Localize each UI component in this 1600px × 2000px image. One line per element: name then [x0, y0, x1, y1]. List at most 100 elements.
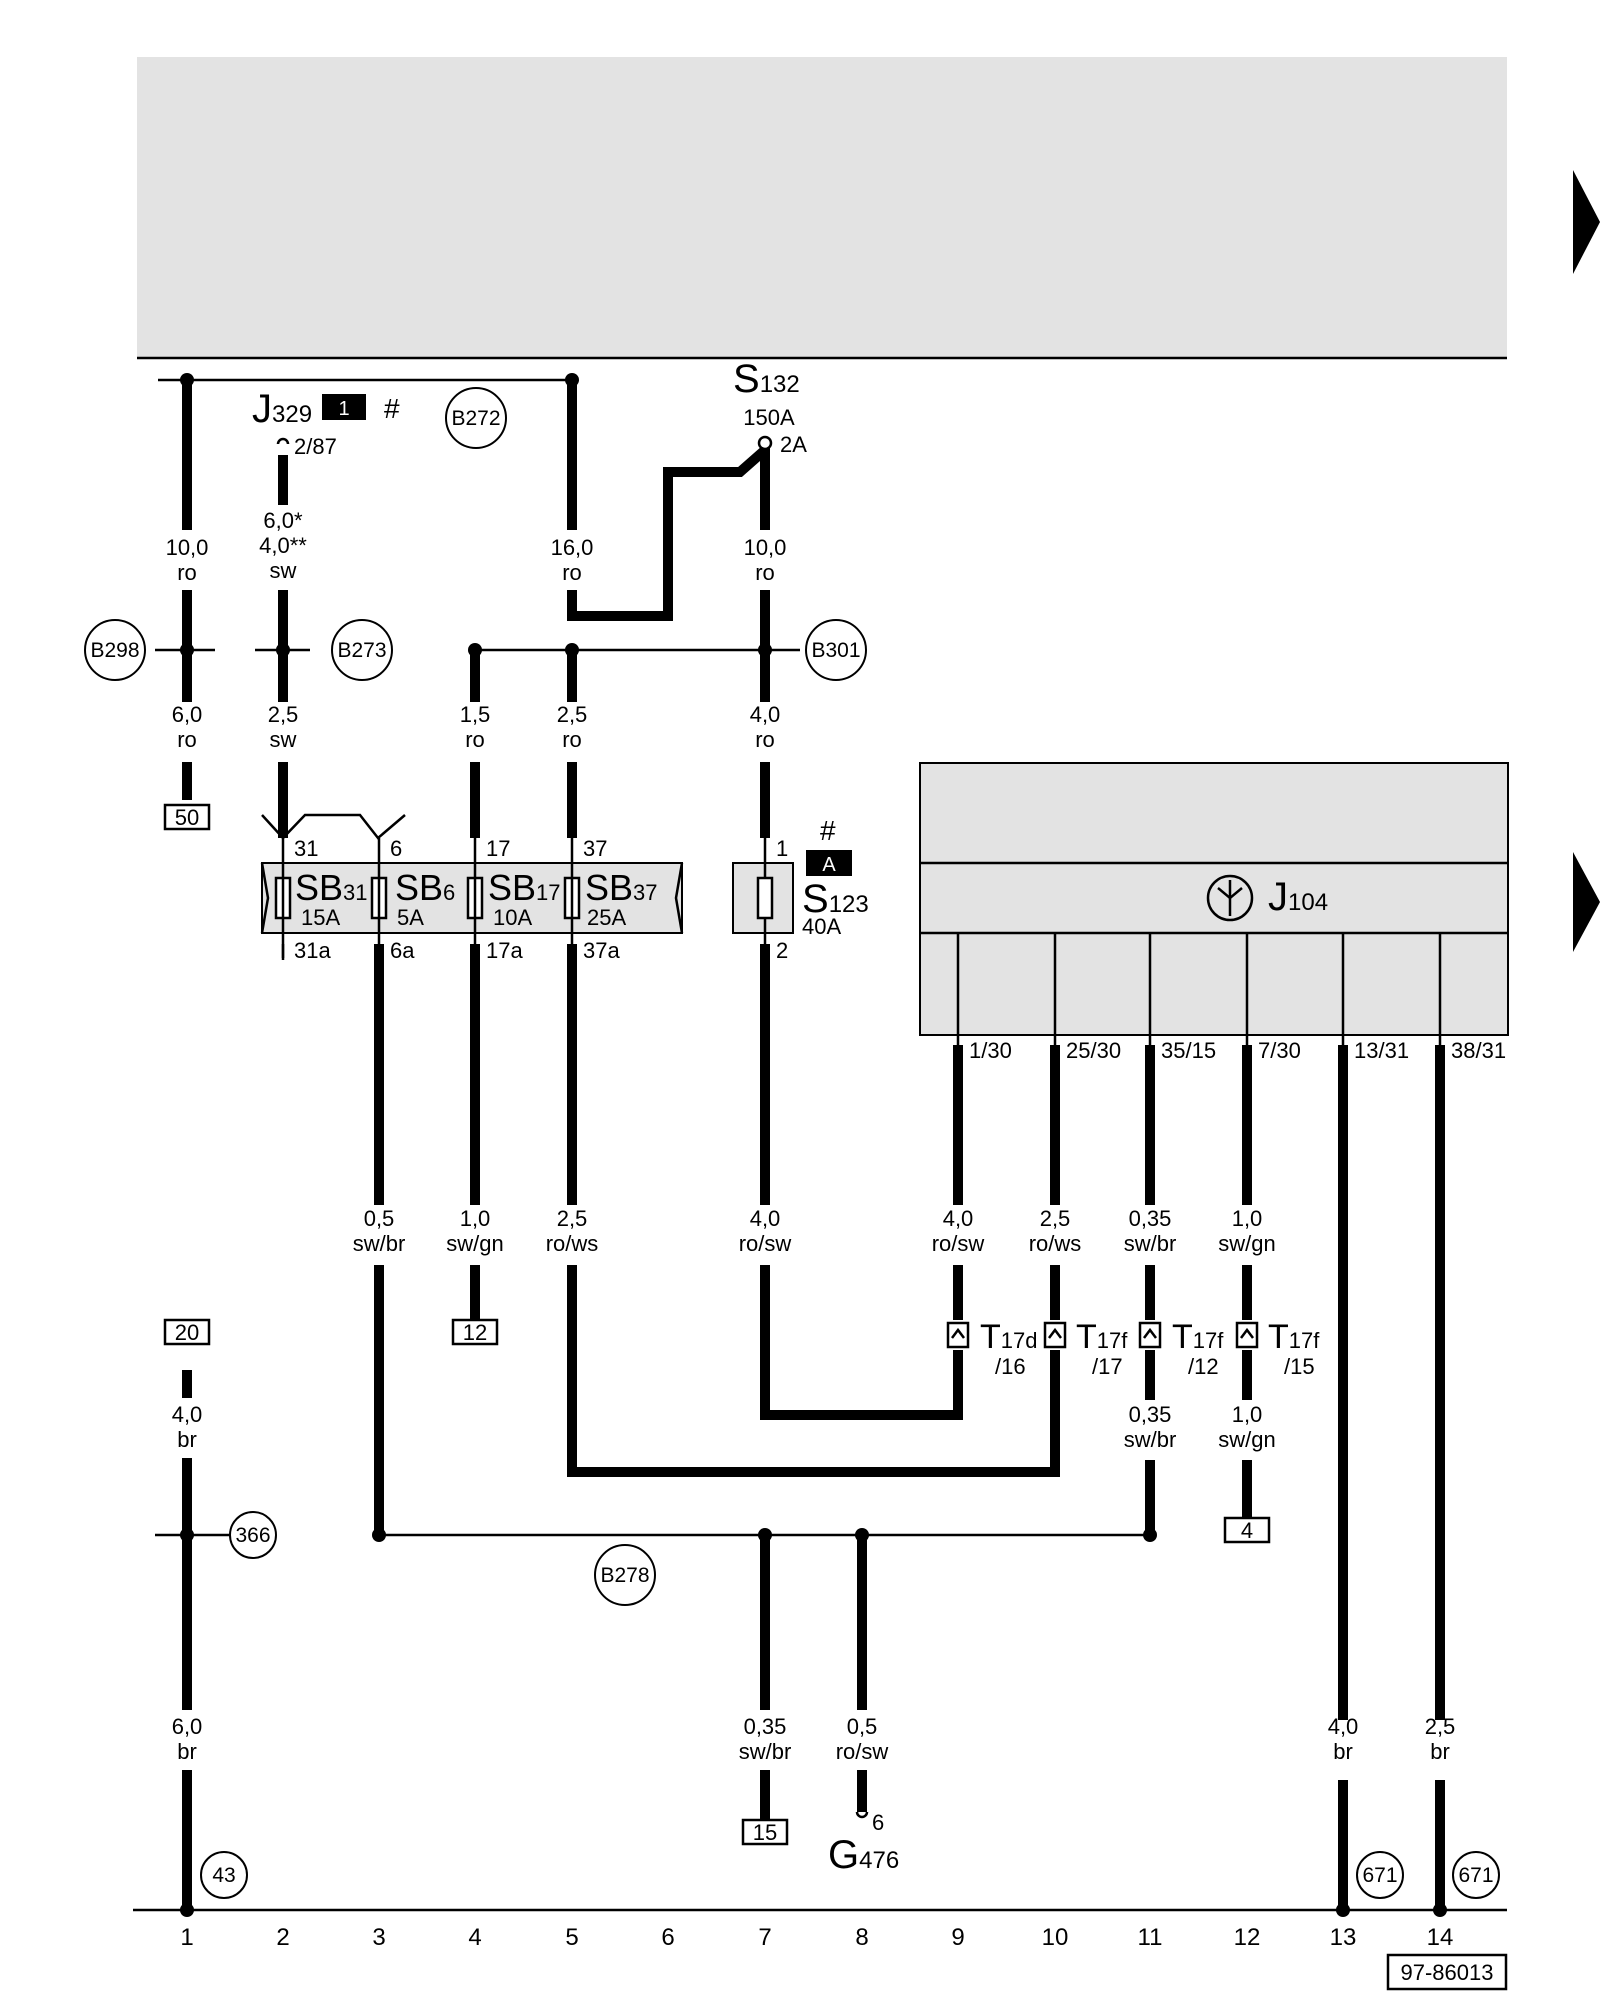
svg-text:/16: /16	[995, 1354, 1026, 1379]
svg-text:2,5: 2,5	[1040, 1206, 1071, 1231]
svg-text:12: 12	[463, 1320, 487, 1345]
wire-label-w18: 4,0br	[172, 1402, 203, 1452]
wire-label-w10: 0,5sw/br	[353, 1206, 406, 1256]
svg-text:1,0: 1,0	[460, 1206, 491, 1231]
svg-text:15: 15	[753, 1820, 777, 1845]
svg-text:T17f: T17f	[1076, 1318, 1128, 1356]
fuse-sb37-label: SB37	[585, 867, 658, 908]
node-b298: B298	[84, 619, 146, 681]
document-id: 97-86013	[1401, 1960, 1494, 1985]
ref-box-4[interactable]: 4	[1223, 1516, 1271, 1544]
fuse-s123-symbol	[756, 876, 774, 920]
j329-label: J329	[252, 387, 312, 431]
s132-terminal	[757, 435, 773, 451]
svg-text:2,5: 2,5	[268, 702, 299, 727]
wire-label-w7: 1,5ro	[460, 702, 491, 752]
svg-text:sw: sw	[270, 727, 297, 752]
svg-text:10,0: 10,0	[166, 535, 209, 560]
svg-text:4,0**: 4,0**	[259, 533, 307, 558]
wire-label-w5: 6,0ro	[172, 702, 203, 752]
svg-text:4,0: 4,0	[750, 1206, 781, 1231]
svg-text:2: 2	[276, 1924, 289, 1951]
svg-text:671: 671	[1362, 1864, 1397, 1887]
svg-text:ro: ro	[177, 727, 197, 752]
ref-box-20[interactable]: 20	[163, 1318, 211, 1346]
s132-pin: 2A	[780, 432, 807, 457]
fuse-sb6-label: SB6	[395, 867, 455, 908]
next-page-arrow-top-icon[interactable]	[1573, 170, 1600, 274]
svg-text:T17f: T17f	[1268, 1318, 1320, 1356]
svg-text:T17f: T17f	[1172, 1318, 1224, 1356]
svg-text:sw/gn: sw/gn	[1218, 1231, 1275, 1256]
svg-text:0,35: 0,35	[1129, 1402, 1172, 1427]
document-id-box	[1386, 1953, 1508, 1991]
svg-text:ro/ws: ro/ws	[1029, 1231, 1082, 1256]
svg-text:3: 3	[372, 1924, 385, 1951]
g476-pin: 6	[872, 1810, 884, 1835]
connector-t17f-12: T17f /12	[1138, 1318, 1224, 1379]
svg-text:/17: /17	[1092, 1354, 1123, 1379]
svg-text:4,0: 4,0	[1328, 1714, 1359, 1739]
s123-label: S123	[802, 877, 869, 921]
node-671-a: 671	[1356, 1851, 1404, 1899]
svg-text:br: br	[177, 1739, 197, 1764]
next-page-arrow-mid-icon[interactable]	[1573, 852, 1600, 952]
svg-text:/15: /15	[1284, 1354, 1315, 1379]
svg-text:6,0: 6,0	[172, 1714, 203, 1739]
ref-box-12[interactable]: 12	[451, 1318, 499, 1346]
svg-text:4,0: 4,0	[172, 1402, 203, 1427]
svg-text:0,5: 0,5	[847, 1714, 878, 1739]
wire-label-w8: 2,5ro	[557, 702, 588, 752]
wire-label-w3: 16,0ro	[551, 535, 594, 585]
svg-text:1,0: 1,0	[1232, 1402, 1263, 1427]
svg-text:sw: sw	[270, 558, 297, 583]
fuse-sb6-pin-in: 6	[390, 836, 402, 861]
wire-label-w2: 6,0*4,0**sw	[259, 508, 307, 583]
svg-text:6: 6	[661, 1924, 674, 1951]
svg-text:0,35: 0,35	[744, 1714, 787, 1739]
wire-label-w24: 4,0br	[1328, 1714, 1359, 1764]
svg-text:4: 4	[1241, 1518, 1253, 1543]
svg-text:6,0*: 6,0*	[263, 508, 303, 533]
s123-badge: A	[822, 854, 836, 876]
svg-text:sw/br: sw/br	[1124, 1427, 1177, 1452]
svg-text:ro: ro	[755, 560, 775, 585]
fuse-sb17-pin-in: 17	[486, 836, 510, 861]
fuse-sb37-pin-out: 37a	[583, 938, 620, 963]
node-366: 366	[229, 1511, 277, 1559]
svg-text:16,0: 16,0	[551, 535, 594, 560]
svg-text:ro/sw: ro/sw	[932, 1231, 985, 1256]
node-43: 43	[200, 1851, 248, 1899]
svg-text:br: br	[1430, 1739, 1450, 1764]
svg-text:B273: B273	[337, 639, 386, 662]
j104-pin-25-30: 25/30	[1066, 1038, 1121, 1063]
g476-label: G476	[828, 1833, 899, 1877]
svg-text:4,0: 4,0	[943, 1206, 974, 1231]
j104-pin-7-30: 7/30	[1258, 1038, 1301, 1063]
svg-text:ro/sw: ro/sw	[836, 1739, 889, 1764]
node-671-b: 671	[1452, 1851, 1500, 1899]
svg-text:ro: ro	[562, 560, 582, 585]
svg-text:1,0: 1,0	[1232, 1206, 1263, 1231]
wire-label-w6: 2,5sw	[268, 702, 299, 752]
wire-label-w4: 10,0ro	[744, 535, 787, 585]
wire-label-w21: 6,0br	[172, 1714, 203, 1764]
svg-text:9: 9	[951, 1924, 964, 1951]
svg-text:B301: B301	[811, 639, 860, 662]
fuse-sb6-rating: 5A	[397, 905, 424, 930]
svg-text:1: 1	[180, 1924, 193, 1951]
svg-text:2,5: 2,5	[557, 702, 588, 727]
s132-rating: 150A	[743, 405, 795, 430]
ref-box-50[interactable]: 50	[163, 803, 211, 831]
wire-label-w25: 2,5br	[1425, 1714, 1456, 1764]
svg-text:7: 7	[758, 1924, 771, 1951]
header-panel	[137, 57, 1507, 357]
wire-label-w9: 4,0ro	[750, 702, 781, 752]
svg-text:10: 10	[1042, 1924, 1069, 1951]
j104-pin-35-15: 35/15	[1161, 1038, 1216, 1063]
svg-text:10,0: 10,0	[744, 535, 787, 560]
ref-box-15[interactable]: 15	[741, 1818, 789, 1846]
